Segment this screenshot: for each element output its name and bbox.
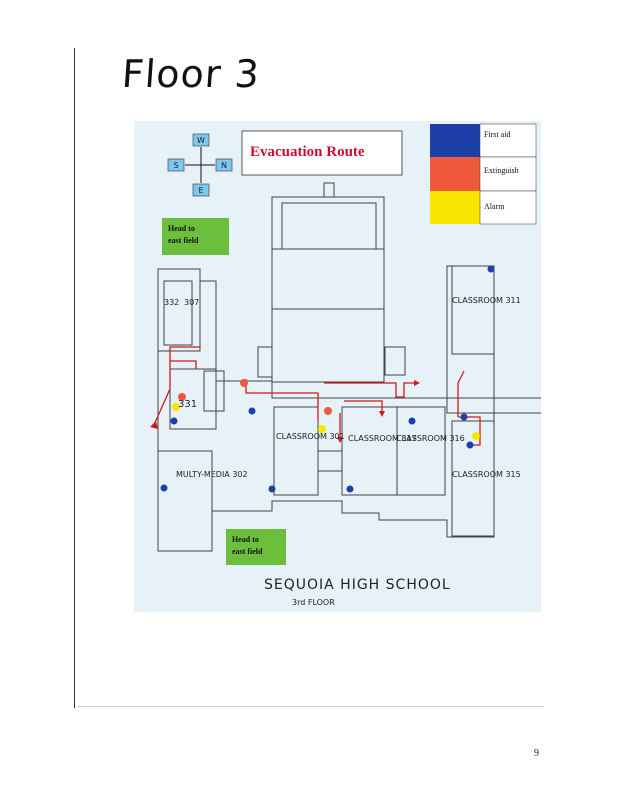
first-aid-marker — [460, 413, 468, 421]
page-title: Floor 3 — [120, 52, 262, 96]
first-aid-marker — [170, 417, 178, 425]
compass-north-label: N — [221, 161, 227, 170]
room-316-label: CLASSROOM 316 — [396, 434, 465, 443]
building-outline — [157, 182, 541, 552]
compass-west-label: W — [197, 136, 205, 145]
extinguisher-marker — [240, 379, 248, 387]
floor-label: 3rd FLOOR — [292, 598, 335, 607]
alarm-marker — [172, 403, 180, 411]
page-margin-line — [74, 48, 75, 708]
first-aid-marker — [466, 441, 474, 449]
legend-extinguisher-label: Extinguish — [484, 166, 519, 175]
room-332-label: 332 — [164, 298, 179, 307]
compass-south-label: S — [173, 161, 178, 170]
exit-note-bottom — [226, 529, 286, 565]
alarm-marker — [472, 432, 480, 440]
legend-alarm-label: Alarm — [484, 202, 505, 211]
exit-note-top-line1: Head to — [168, 224, 195, 233]
extinguisher-marker — [324, 407, 332, 415]
compass-east-label: E — [198, 186, 203, 195]
evacuation-route-heading: Evacuation Route — [250, 144, 365, 160]
floor-plan-svg: W S N E Evacuation Route First aid Extin… — [150, 123, 541, 607]
legend-first-aid-label: First aid — [484, 130, 510, 139]
exit-note-bottom-line1: Head to — [232, 535, 259, 544]
legend-extinguisher-swatch — [430, 157, 480, 191]
room-307-label: 307 — [184, 298, 199, 307]
extinguisher-marker — [178, 393, 186, 401]
evacuation-route-title-box — [241, 130, 403, 176]
room-311-label: CLASSROOM 311 — [452, 296, 521, 305]
room-317-label: CLASSROOM 317 — [348, 434, 417, 443]
school-name: SEQUOIA HIGH SCHOOL — [264, 577, 451, 593]
exit-note-top — [162, 218, 229, 255]
compass-east-box — [192, 183, 210, 197]
room-302-label: MULTY-MEDIA 302 — [176, 470, 248, 479]
first-aid-marker — [160, 484, 168, 492]
first-aid-marker — [487, 265, 495, 273]
legend-alarm-swatch — [430, 191, 480, 224]
first-aid-marker — [408, 417, 416, 425]
route-arrowheads — [150, 380, 420, 443]
exit-note-bottom-line2: east field — [232, 547, 263, 556]
first-aid-marker — [346, 485, 354, 493]
alarm-marker — [318, 425, 326, 433]
compass-west-box — [192, 133, 210, 147]
legend-first-aid-swatch — [430, 124, 480, 157]
legend: First aid Extinguish Alarm — [430, 123, 537, 225]
compass-south-box — [167, 158, 185, 172]
page-number: 9 — [534, 748, 539, 759]
first-aid-marker — [248, 407, 256, 415]
room-301-label: CLASSROOM 301 — [276, 432, 345, 441]
room-315-label: CLASSROOM 315 — [452, 470, 521, 479]
exit-note-top-line2: east field — [168, 236, 199, 245]
first-aid-marker — [268, 485, 276, 493]
compass-rose: W S N E — [167, 133, 233, 197]
page-bottom-rule — [78, 706, 544, 707]
room-331-label: 331 — [178, 399, 197, 410]
safety-markers — [160, 265, 495, 493]
compass-north-box — [215, 158, 233, 172]
room-labels: 332 307 331 MULTY-MEDIA 302 CLASSROOM 30… — [164, 296, 521, 479]
evacuation-route-lines — [153, 346, 481, 446]
evacuation-map: W S N E Evacuation Route First aid Extin… — [134, 121, 541, 612]
